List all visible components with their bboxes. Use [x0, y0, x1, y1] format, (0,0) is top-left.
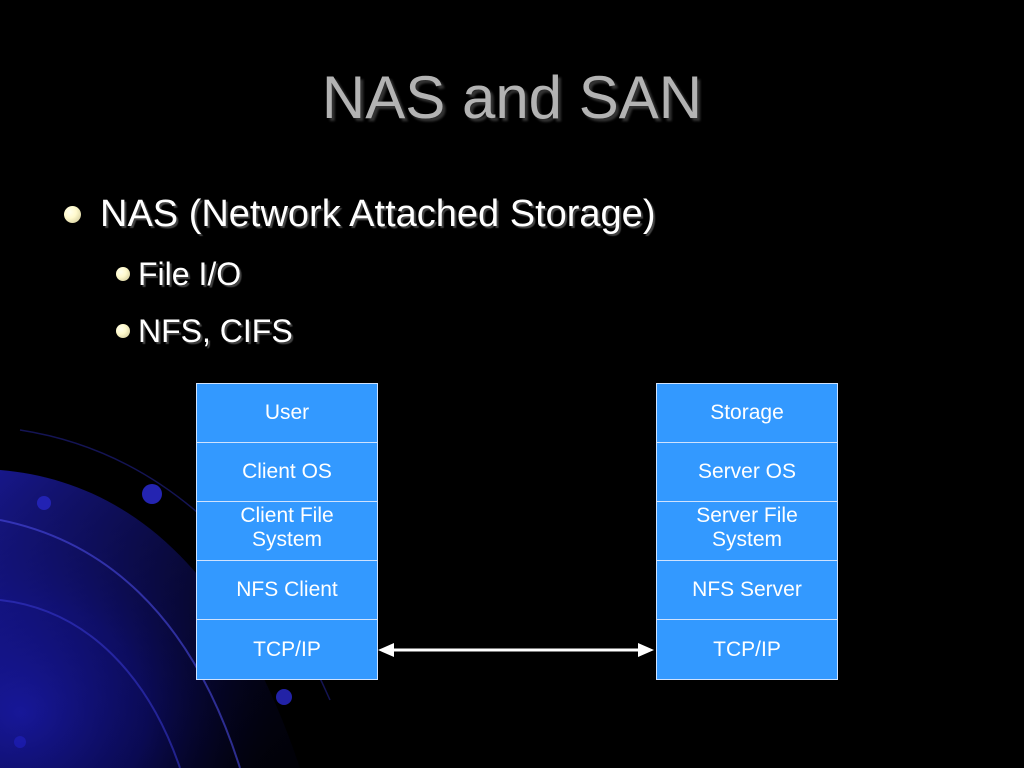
slide-title: NAS and SAN [321, 64, 703, 131]
layer-nfs-server: NFS Server [657, 561, 837, 620]
layer-client-tcp-ip: TCP/IP [253, 637, 321, 661]
sub-bullet-text: NFS, CIFS [138, 313, 293, 349]
bullet-dot-icon [64, 205, 81, 223]
layer-client-file-system: Client File System [197, 502, 377, 561]
layer-server-os: Server OS [657, 443, 837, 502]
bullet-dot-icon [116, 324, 130, 338]
layer-user: User [197, 384, 377, 443]
layer-client-os: Client OS [197, 443, 377, 502]
layer-storage: Storage [657, 384, 837, 443]
sub-bullet-nfs-cifs: NFS, CIFS [116, 311, 293, 351]
bullet-nas: NAS (Network Attached Storage) [64, 190, 655, 238]
tcp-ip-link-arrow [378, 643, 654, 657]
bullet-dot-icon [116, 267, 130, 281]
layer-nfs-client: NFS Client [197, 561, 377, 620]
sub-bullet-text: File I/O [138, 256, 242, 292]
client-protocol-stack: User Client OS Client File System NFS Cl… [196, 383, 378, 680]
bullet-text: NAS (Network Attached Storage) [100, 193, 656, 235]
layer-server-tcp-ip: TCP/IP [713, 637, 781, 661]
layer-server-file-system: Server File System [657, 502, 837, 561]
server-protocol-stack: Storage Server OS Server File System NFS… [656, 383, 838, 680]
sub-bullet-file-io: File I/O [116, 254, 241, 294]
